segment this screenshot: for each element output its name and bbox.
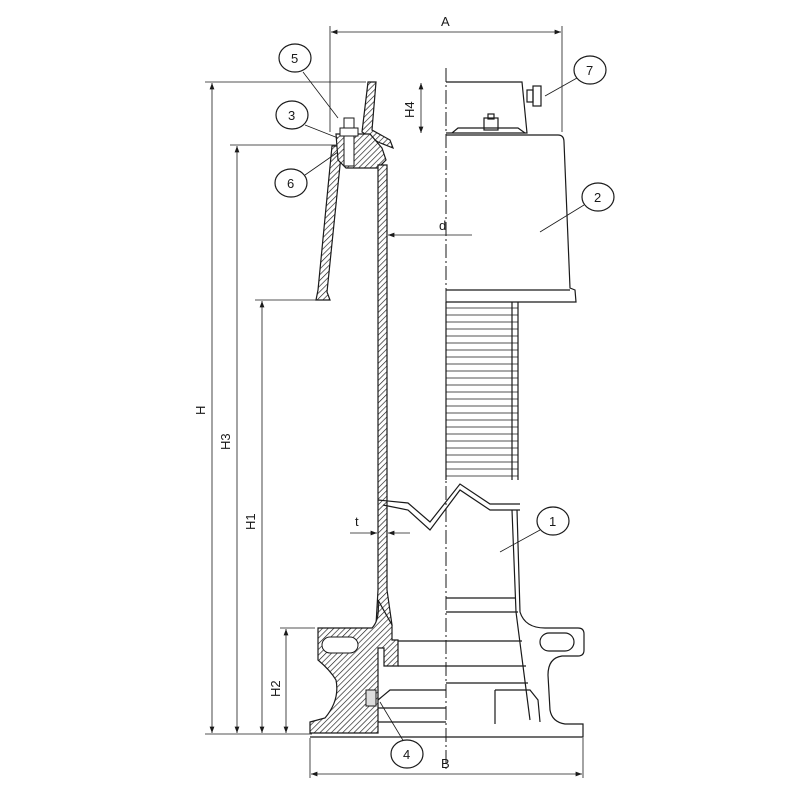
bolt [343, 117, 355, 167]
base-elevation [310, 509, 585, 738]
label-b: B [441, 756, 450, 771]
break-line [382, 489, 520, 531]
corrugated-pipe [445, 302, 519, 480]
svg-text:H2: H2 [268, 680, 283, 697]
svg-text:H4: H4 [402, 101, 417, 118]
svg-text:1: 1 [549, 514, 556, 529]
svg-text:7: 7 [586, 63, 593, 78]
dimension-a: A [329, 14, 563, 132]
svg-text:2: 2 [594, 190, 601, 205]
svg-text:6: 6 [287, 176, 294, 191]
svg-text:H3: H3 [218, 433, 233, 450]
callout-5: 5 [278, 43, 312, 73]
dimension-h3: H3 [218, 146, 240, 733]
label-d: d [439, 218, 446, 233]
svg-text:H: H [193, 406, 208, 415]
svg-text:4: 4 [403, 747, 410, 762]
svg-text:5: 5 [291, 51, 298, 66]
cover-wall-section [315, 145, 343, 301]
cover-elevation [446, 134, 577, 303]
base-section [309, 599, 399, 734]
callout-1: 1 [536, 506, 570, 536]
svg-text:H1: H1 [243, 513, 258, 530]
dimension-h4: H4 [402, 83, 424, 133]
callout-4: 4 [390, 739, 424, 769]
svg-text:3: 3 [288, 108, 295, 123]
callout-6: 6 [274, 168, 308, 198]
dimension-h: H [193, 83, 215, 733]
dimension-t: t [350, 514, 410, 536]
dimension-b: B [309, 738, 584, 778]
dimension-h1: H1 [243, 301, 265, 733]
callout-3: 3 [275, 100, 309, 130]
seal-ring [365, 689, 377, 707]
callout-7: 7 [573, 55, 607, 85]
cap-elevation [446, 81, 528, 134]
label-a: A [441, 14, 450, 29]
svg-text:t: t [355, 514, 359, 529]
pipe-wall-section [375, 164, 393, 626]
dimension-h2: H2 [268, 629, 289, 733]
callout-2: 2 [581, 182, 615, 212]
